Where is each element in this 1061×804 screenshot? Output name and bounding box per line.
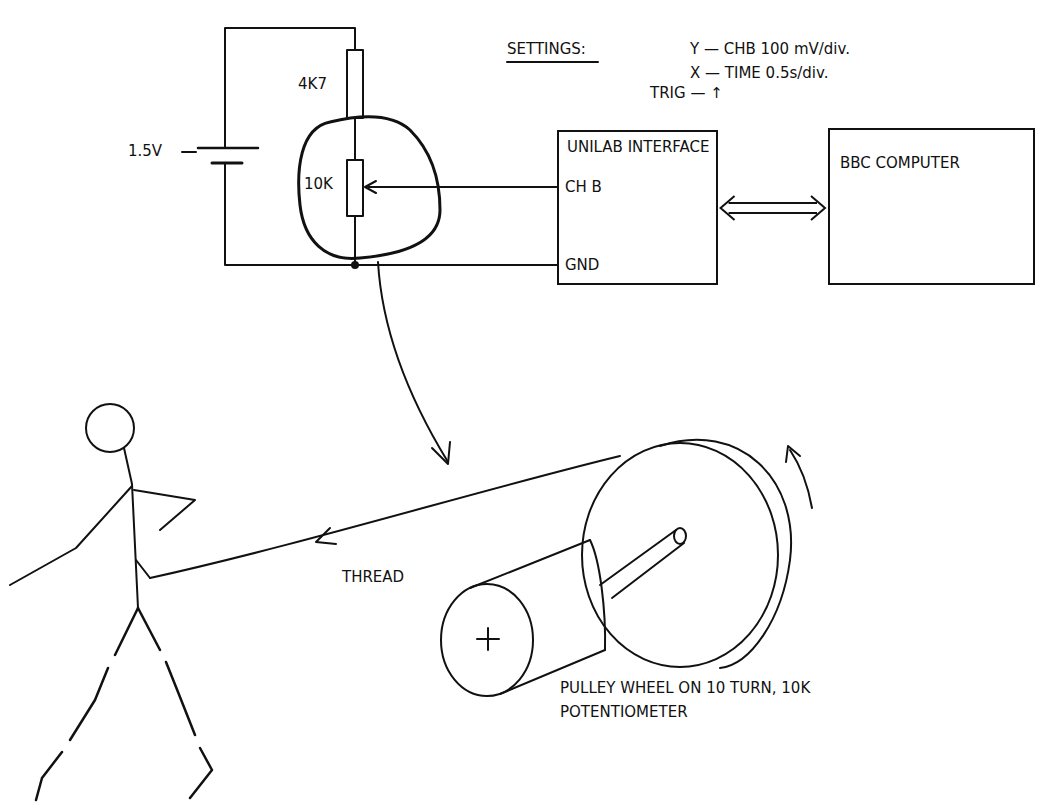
thread (150, 456, 620, 578)
pulley-wheel (582, 443, 778, 667)
setting-text: TRIG — ↑ (650, 84, 723, 102)
thread-label: THREAD (342, 568, 404, 586)
setting-text: Y — CHB 100 mV/div. (690, 40, 850, 58)
wire (225, 28, 355, 140)
node-text: 10K (304, 175, 333, 195)
interface-box: UNILAB INTERFACE CH B GND (557, 130, 718, 285)
node-text: UNILAB INTERFACE (567, 138, 710, 158)
arrowhead (786, 446, 800, 462)
figure-head (86, 404, 134, 452)
figure-arm (10, 486, 132, 585)
node-text: CH B (565, 178, 602, 198)
arrowhead (721, 196, 735, 220)
wiper-wire (368, 186, 557, 188)
bus-line (729, 202, 817, 204)
shaft (600, 530, 684, 598)
arrowhead (811, 196, 825, 220)
caption-label: PULLEY WHEEL ON 10 TURN, 10K POTENTIOMET… (560, 676, 860, 724)
potentiometer-body (441, 584, 533, 696)
wire (225, 140, 557, 265)
cross-mark (477, 628, 499, 650)
figure-hand (136, 560, 150, 578)
shaft-end (674, 528, 686, 544)
underline (507, 61, 598, 63)
potentiometer-symbol (347, 160, 363, 216)
resistor-symbol (347, 50, 363, 118)
figure-body (124, 448, 138, 608)
leader-line (182, 151, 196, 153)
battery-plate (198, 147, 258, 150)
node-text: BBC COMPUTER (840, 154, 960, 174)
pulley-rim (660, 440, 791, 668)
figure-arm (134, 490, 195, 530)
blob-outline (299, 117, 440, 259)
bus-line (729, 212, 817, 214)
figure-leg (36, 608, 138, 800)
resistor-label: 4K7 (298, 75, 327, 93)
battery-plate (212, 162, 242, 165)
computer-box: BBC COMPUTER (828, 128, 1035, 285)
thread-arrow (316, 528, 336, 544)
figure-leg (138, 608, 212, 798)
wire (354, 118, 356, 160)
data-bus-arrow (721, 196, 825, 220)
pointer-arrow (378, 262, 448, 462)
settings-heading: SETTINGS: (507, 40, 586, 58)
arrowhead (432, 442, 450, 464)
potentiometer-node: 10K (304, 175, 344, 199)
potentiometer-body (470, 540, 605, 694)
rotation-arrow (790, 450, 812, 508)
potentiometer-body (590, 540, 605, 650)
node-text: GND (565, 256, 599, 276)
wiper-arrow (365, 181, 376, 193)
setting-text: X — TIME 0.5s/div. (690, 64, 828, 82)
voltage-label: 1.5V (128, 142, 162, 160)
